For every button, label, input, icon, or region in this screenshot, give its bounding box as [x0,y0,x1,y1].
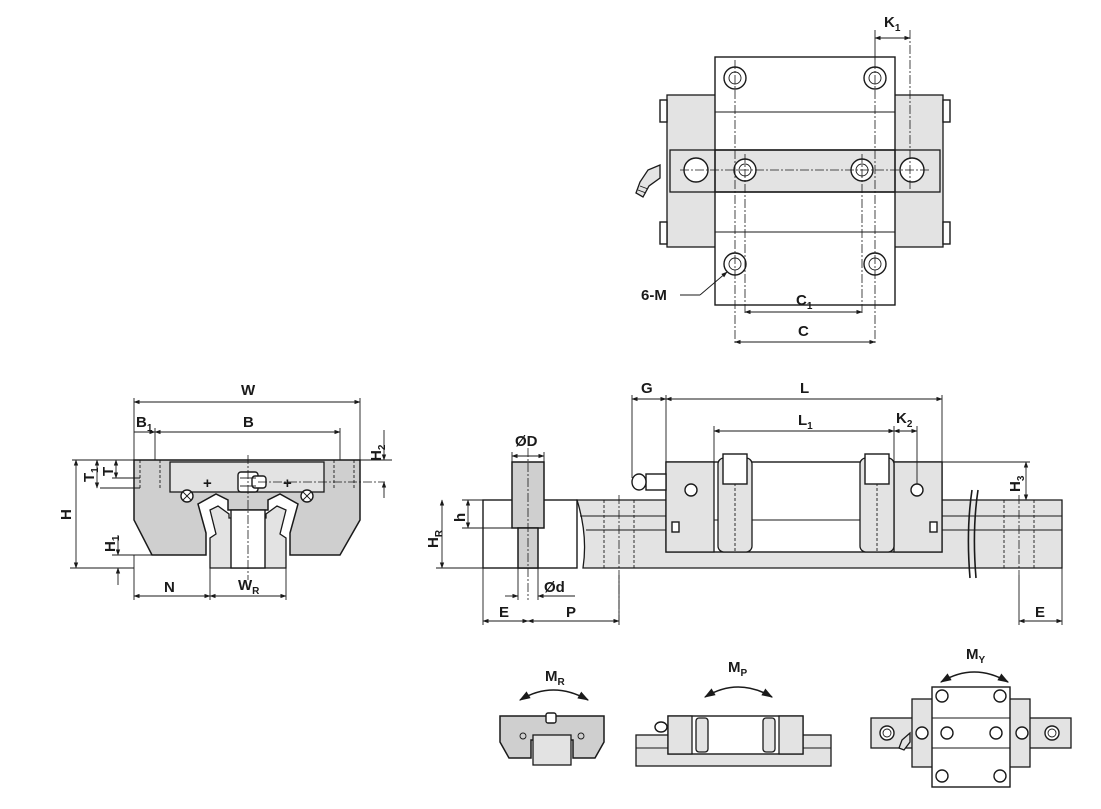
dim-h-label: H [58,509,75,520]
dim-b-label: B [243,414,254,431]
dim-h1-label: H1 [102,535,122,552]
dim-n-label: N [164,579,175,596]
dim-b1-label: B1 [136,414,153,434]
dim-od-label: ØD [515,433,538,450]
top-view-grease-nipple-icon [635,164,661,198]
dim-l1-label: L1 [798,412,813,432]
moment-mp-diagram: MP [635,659,832,767]
dim-t-label: T [100,467,117,476]
svg-text:+: + [283,475,292,492]
dim-t1-label: T1 [81,467,101,482]
top-view: K1 C1 C 6-M [635,14,951,345]
end-view: + + W B1 B H2 T1 T H [58,382,392,600]
svg-text:+: + [203,475,212,492]
dim-p-label: P [566,604,576,621]
mounting-holes-label: 6-M [641,287,667,304]
dim-w-label: W [241,382,256,399]
side-view-grease-nipple-icon [631,473,667,491]
dim-k1-label: K1 [884,14,901,34]
dim-e-right-label: E [1035,604,1045,621]
dim-c1-label: C1 [796,292,813,312]
moment-my-label: MY [966,646,986,666]
dim-h3-label: H3 [1007,475,1027,492]
moment-mr-diagram: MR [499,668,605,766]
dim-h2-label: H2 [368,444,388,461]
dim-h-small-label: h [452,513,469,522]
dim-od-small-label: Ød [544,579,565,596]
moment-mp-label: MP [728,659,748,679]
dim-k2-label: K2 [896,410,913,430]
moment-mr-label: MR [545,668,566,688]
dim-hr-label: HR [425,529,445,548]
dim-e-left-label: E [499,604,509,621]
dim-l-label: L [800,380,809,397]
dim-wr-label: WR [238,577,260,597]
moment-my-diagram: MY [870,646,1072,788]
dim-c-label: C [798,323,809,340]
dim-g-label: G [641,380,653,397]
end-view-screw-icon [180,489,314,503]
side-view: G L L1 K2 H3 ØD h HR [425,380,1063,625]
